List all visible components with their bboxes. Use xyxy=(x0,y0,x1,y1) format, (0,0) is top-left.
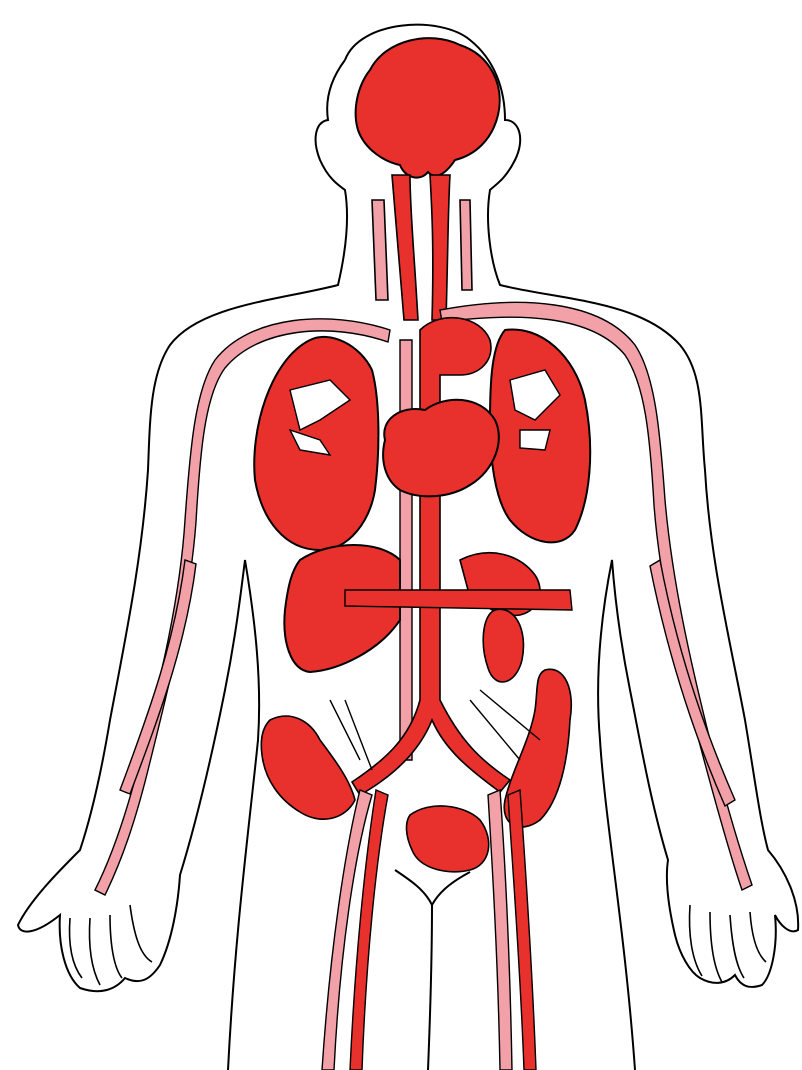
kidney xyxy=(483,609,523,682)
vein-trunk xyxy=(400,340,412,760)
renal-vessel xyxy=(345,590,572,610)
